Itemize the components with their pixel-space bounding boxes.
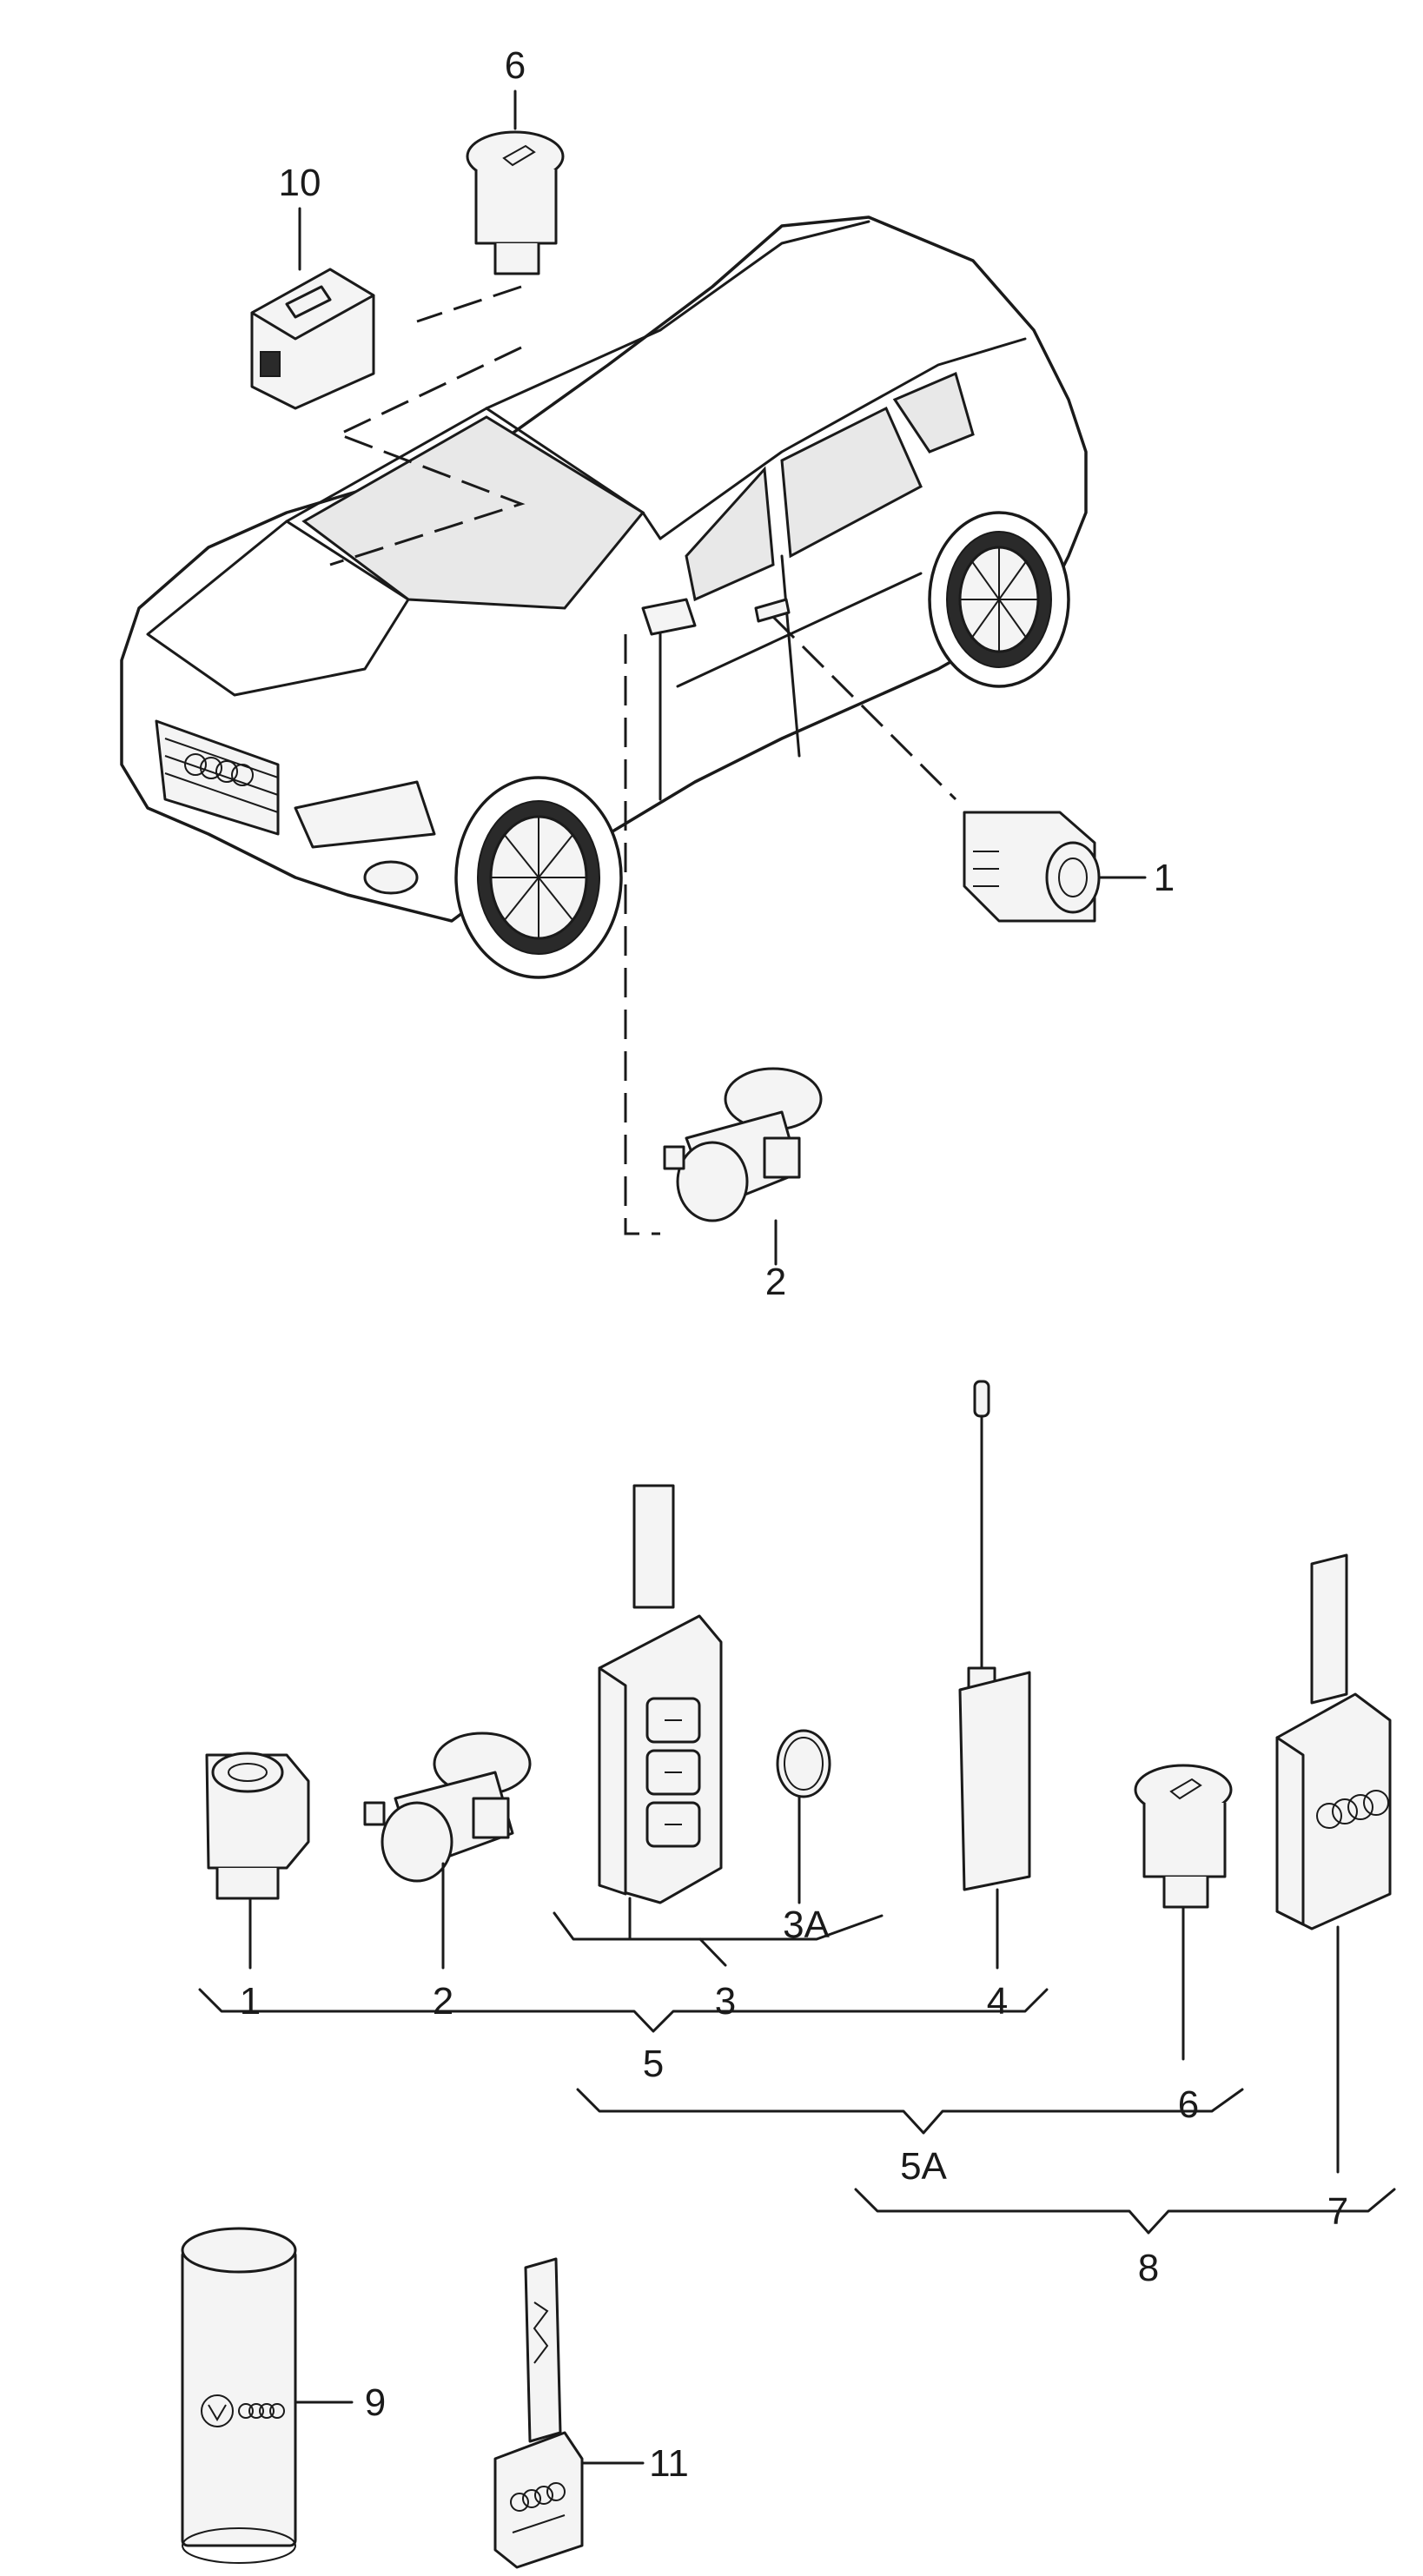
- label-4: 4: [987, 1980, 1008, 2023]
- label-9: 9: [365, 2381, 386, 2424]
- label-1-car: 1: [1154, 857, 1175, 899]
- part-4-antenna: [958, 1380, 1031, 1891]
- part-2-car-switch: [663, 1067, 823, 1222]
- label-5: 5: [643, 2043, 664, 2085]
- audi-rings-icon: [510, 2482, 566, 2512]
- car-illustration: [120, 215, 1088, 979]
- part-7-remote-key: [1275, 1553, 1392, 1930]
- part-10-switch: [250, 268, 375, 410]
- label-2-car: 2: [765, 1261, 786, 1303]
- label-2: 2: [433, 1980, 453, 2023]
- rear-wheel: [928, 511, 1070, 688]
- front-wheel: [454, 776, 623, 979]
- audi-rings-icon: [1316, 1790, 1389, 1829]
- part-2-switch: [363, 1732, 532, 1883]
- label-6: 6: [1178, 2083, 1199, 2126]
- part-3-flip-key: [598, 1484, 723, 1904]
- label-3: 3: [715, 1980, 736, 2023]
- label-6-top: 6: [505, 44, 526, 87]
- label-3a: 3A: [783, 1904, 830, 1946]
- part-9-spray-can: [181, 2227, 297, 2564]
- part-6-top-cylinder: [466, 130, 565, 275]
- label-11: 11: [649, 2442, 689, 2485]
- leader-lines: [329, 285, 957, 1235]
- audi-rings-icon: [238, 2403, 285, 2419]
- label-5a: 5A: [900, 2145, 947, 2188]
- car-grille-rings: [184, 753, 254, 786]
- part-6-cylinder: [1134, 1764, 1233, 1909]
- label-8: 8: [1138, 2247, 1159, 2289]
- part-3a-battery: [776, 1729, 831, 1798]
- part-1-cylinder: [205, 1752, 310, 1900]
- part-1-car-cylinder: [963, 811, 1101, 923]
- part-11-key: [493, 2257, 584, 2569]
- label-1: 1: [240, 1980, 261, 2023]
- label-10: 10: [279, 162, 321, 204]
